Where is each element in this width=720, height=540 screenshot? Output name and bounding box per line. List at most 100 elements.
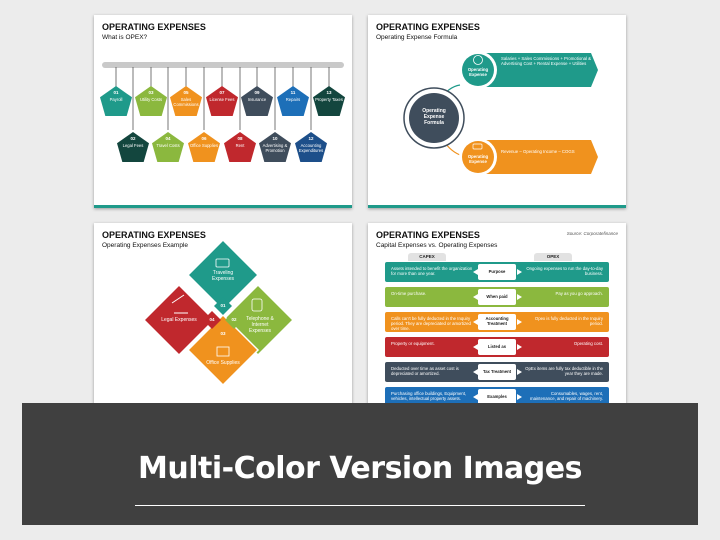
slide-subtitle: What is OPEX? — [102, 34, 148, 41]
pentagon-label-08: Rent — [235, 143, 245, 148]
slide-opex-formula[interactable]: OPERATING EXPENSES Operating Expense For… — [368, 15, 626, 208]
arrow-left-icon — [473, 369, 478, 375]
slide-title: OPERATING EXPENSES — [102, 22, 206, 32]
bottom-bubble-label: Operating Expense — [467, 154, 489, 164]
opex-cell: OpEx items are fully tax deductible in t… — [525, 366, 603, 377]
comparison-row: Calls can't be fully deducted in the Inq… — [385, 312, 609, 332]
arrow-right-icon — [517, 269, 522, 275]
pentagon-number-10: 10 — [272, 136, 278, 141]
opex-header: OPEX — [534, 253, 572, 261]
diamond-label-legal: Legal Expenses — [161, 317, 197, 323]
source-note: Source: Corporatefinance — [566, 231, 618, 236]
criteria-label: Listed as — [478, 339, 516, 355]
pentagon-08 — [224, 132, 256, 162]
diamond-diagram — [142, 238, 295, 387]
slide-subtitle: Operating Expense Formula — [376, 34, 458, 41]
arrow-left-icon — [473, 394, 478, 400]
pentagon-label-12: Accounting Expenditures — [298, 143, 324, 153]
pentagon-number-09: 09 — [254, 90, 260, 95]
arrow-right-icon — [517, 344, 522, 350]
opex-cell: Ongoing expenses to run the day-to-day b… — [526, 266, 603, 277]
slide-title: OPERATING EXPENSES — [376, 22, 480, 32]
slide-capex-vs-opex[interactable]: OPERATING EXPENSES Capital Expenses vs. … — [368, 223, 626, 416]
bottom-formula-text: Revenue – Operating Income – COGS — [501, 149, 575, 154]
pentagon-05 — [170, 86, 202, 116]
pentagon-label-11: Repairs — [285, 97, 301, 102]
pentagon-10 — [259, 132, 291, 162]
pentagon-number-02: 02 — [130, 136, 136, 141]
diamond-label-office: Office Supplies — [206, 360, 240, 366]
pentagon-number-05: 05 — [183, 90, 189, 95]
opex-cell: Operating cost. — [573, 341, 603, 346]
capex-cell: On-time purchase. — [391, 291, 427, 296]
pentagon-number-08: 08 — [237, 136, 243, 141]
capex-cell: Calls can't be fully deducted in the Inq… — [391, 316, 471, 332]
multi-color-banner: Multi-Color Version Images — [22, 403, 698, 525]
comparison-row: Assets intended to benefit the organizat… — [385, 262, 609, 282]
pentagon-02 — [117, 132, 149, 162]
pentagon-04 — [152, 132, 184, 162]
pentagon-label-06: Office Supplies — [189, 143, 219, 148]
capex-cell: Deducted over time as asset cost is depr… — [391, 366, 459, 377]
pentagon-13 — [313, 86, 345, 116]
pentagon-11 — [277, 86, 309, 116]
arrow-right-icon — [517, 369, 522, 375]
bottom-accent-bar — [94, 205, 352, 208]
capex-header: CAPEX — [408, 253, 446, 261]
criteria-label: Accounting Treatment — [478, 314, 516, 330]
criteria-label: Purpose — [478, 264, 516, 280]
criteria-label: Tax Treatment — [478, 364, 516, 380]
diamond-num-04: 04 — [209, 317, 215, 322]
diamond-num-02: 02 — [231, 317, 237, 322]
slide-title: OPERATING EXPENSES — [102, 230, 206, 240]
pentagon-label-02: Legal Fees — [122, 143, 144, 148]
arrow-right-icon — [517, 294, 522, 300]
pentagon-number-11: 11 — [290, 90, 296, 95]
banner-underline — [135, 505, 585, 506]
pentagon-label-01: Payroll — [109, 97, 123, 102]
pentagon-label-13: Property Taxes — [315, 97, 343, 102]
slide-opex-example[interactable]: OPERATING EXPENSES Operating Expenses Ex… — [94, 223, 352, 416]
pentagon-label-10: Advertising & Promotion — [262, 143, 288, 153]
top-bubble-label: Operating Expense — [467, 67, 489, 77]
pentagon-number-12: 12 — [308, 136, 314, 141]
pentagon-03 — [135, 86, 167, 116]
pentagon-01 — [100, 86, 132, 116]
hanging-rod — [102, 62, 344, 68]
pentagon-number-06: 06 — [201, 136, 207, 141]
capex-cell: Property or equipment. — [391, 341, 435, 346]
pentagon-number-13: 13 — [326, 90, 332, 95]
pentagon-06 — [188, 132, 220, 162]
diamond-label-traveling: Traveling Expenses — [212, 270, 234, 282]
pentagon-number-03: 03 — [148, 90, 154, 95]
top-formula-text: Salaries + Sales Commissions + Promotion… — [501, 56, 592, 66]
slide-title: OPERATING EXPENSES — [376, 230, 480, 240]
slide-subtitle: Operating Expenses Example — [102, 242, 188, 249]
criteria-label: Examples — [478, 389, 516, 405]
opex-cell: Pay as you go approach. — [555, 291, 603, 296]
pentagon-09 — [241, 86, 273, 116]
opex-cell: Opex is fully deducted in the Inquiry pe… — [534, 316, 603, 327]
formula-diagram — [403, 51, 598, 176]
diamond-num-03: 03 — [220, 331, 226, 336]
slide-subtitle: Capital Expenses vs. Operating Expenses — [376, 242, 498, 249]
arrow-left-icon — [473, 344, 478, 350]
capex-cell: Assets intended to benefit the organizat… — [391, 266, 473, 277]
comparison-row: Property or equipment. Listed as Operating… — [385, 337, 609, 357]
comparison-row: Purchasing office buildings, Equipment, … — [385, 387, 609, 407]
arrow-right-icon — [517, 319, 522, 325]
banner-title: Multi-Color Version Images — [138, 451, 582, 486]
comparison-row: Deducted over time as asset cost is depr… — [385, 362, 609, 382]
center-formula-label: Operating Expense Formula — [422, 108, 446, 126]
pentagon-07 — [206, 86, 238, 116]
diamond-num-01: 01 — [220, 303, 226, 308]
pentagon-label-09: Insurance — [247, 97, 267, 102]
opex-cell: Consumables, wages, rent, maintenance, a… — [529, 391, 603, 402]
capex-cell: Purchasing office buildings, Equipment, … — [391, 391, 467, 402]
pentagon-label-07: License Fees — [209, 97, 235, 102]
pentagon-label-04: Travel Costs — [156, 143, 180, 148]
pentagon-number-01: 01 — [113, 90, 119, 95]
pentagon-label-05: Sales Commissions — [173, 97, 199, 107]
